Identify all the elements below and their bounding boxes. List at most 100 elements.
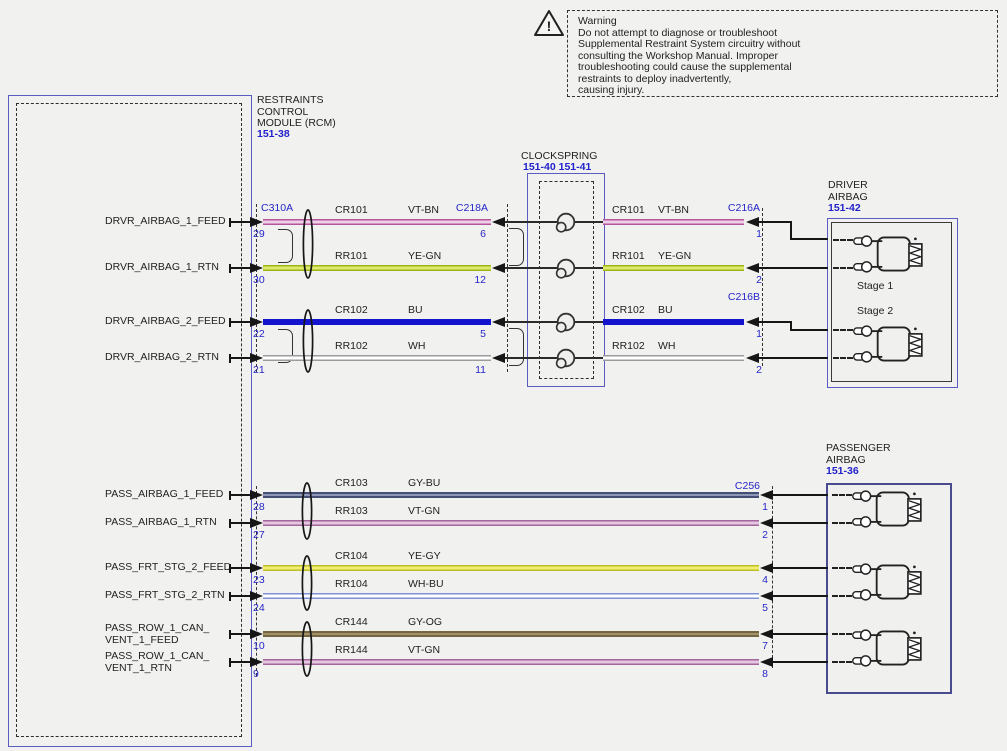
arrow-left-icon [746,262,759,273]
rcm-pin: 9 [253,668,259,680]
inner-dashed-lead [832,567,852,569]
clockspring-title: CLOCKSPRING [521,150,598,162]
inner-dashed-lead [833,357,853,359]
wire-segment [263,492,759,498]
wire-color-label: BU [408,304,423,316]
wire-stub [757,267,763,269]
airbag-pin: 7 [762,640,768,652]
rcm-wire-stub [230,267,251,269]
rcm-pin: 24 [253,602,265,614]
pin-pair-bracket [278,329,293,363]
signal-label: PASS_ROW_1_CAN_ VENT_1_FEED [105,622,210,646]
arrow-left-icon [760,489,773,500]
arrow-left-icon [760,628,773,639]
airbag-pin: 2 [756,364,762,376]
warning-body: Do not attempt to diagnose or troublesho… [578,26,801,96]
stage-1-label: Stage 1 [857,280,894,292]
signal-label: DRVR_AIRBAG_2_FEED [105,315,226,327]
route-line [772,494,828,496]
wire-segment [263,265,491,271]
route-line [763,267,828,269]
clockspring-wire [505,267,605,269]
squib-icon [853,235,923,273]
circuit-row: DRVR_AIRBAG_2_RTN 21 RR102 WH 11 RR102 W… [0,338,1007,390]
wire-stub [757,221,763,223]
rcm-wire-stub [230,357,251,359]
pin-pair-bracket [278,229,293,263]
rcm-pin: 22 [253,328,265,340]
twisted-pair-icon [301,621,313,677]
rcm-pin: 21 [253,364,265,376]
inner-dashed-lead [832,595,852,597]
squib-icon [852,629,922,667]
circuit-row: PASS_ROW_1_CAN_ VENT_1_RTN 9 RR144 VT-GN… [0,642,1007,694]
wire-stub [757,321,763,323]
rcm-pin: 27 [253,529,265,541]
driver-airbag-ref: 151-42 [828,202,861,214]
airbag-pin: 1 [756,228,762,240]
inner-dashed-lead [832,494,852,496]
arrow-left-icon [746,316,759,327]
clockspring-wire [505,221,605,223]
wire-color-label: VT-GN [408,505,441,517]
svg-text:!: ! [547,18,552,34]
wire-color-label: WH [658,340,676,352]
airbag-pin: 1 [762,501,768,513]
clockspring-ref: 151-40 151-41 [523,161,592,173]
inner-dashed-lead [832,522,852,524]
twisted-pair-icon [301,482,313,540]
clockspring-inner-dashed-box [539,181,594,379]
twisted-pair-icon [301,555,313,611]
arrow-right-icon [250,628,263,639]
wire-segment [603,219,744,225]
arrow-left-icon [746,216,759,227]
wire-segment [263,565,759,571]
wire-color-label: VT-BN [408,204,439,216]
rcm-pin: 10 [253,640,265,652]
arrow-left-icon [760,562,773,573]
wire-color-label: YE-GY [408,550,441,562]
wire-color-label: VT-BN [658,204,689,216]
arrow-right-icon [250,489,263,500]
circuit-label: RR101 [335,250,368,262]
circuit-row: DRVR_AIRBAG_1_RTN 30 RR101 YE-GN 12 RR10… [0,248,1007,300]
rcm-title: RESTRAINTS CONTROL MODULE (RCM) [257,94,336,129]
rcm-ref: 151-38 [257,128,290,140]
arrow-right-icon [250,590,263,601]
circuit-label: RR103 [335,505,368,517]
rcm-box [8,95,252,747]
signal-label: PASS_ROW_1_CAN_ VENT_1_RTN [105,650,210,674]
route-line [790,221,792,240]
inner-dashed-lead [833,267,853,269]
pin-pair-bracket [509,328,524,366]
signal-label: PASS_FRT_STG_2_FEED [105,561,232,573]
circuit-label: RR102 [612,340,645,352]
connector-label-c216b: C216B [727,291,760,303]
c218a-connector-face [507,204,508,372]
circuit-label: CR102 [335,304,368,316]
twisted-pair-icon [302,209,314,279]
circuit-label: RR144 [335,644,368,656]
wire-stub [757,357,763,359]
circuit-label: RR101 [612,250,645,262]
arrow-left-icon [760,517,773,528]
wire-color-label: GY-BU [408,477,441,489]
squib-icon [852,490,922,528]
clockspring-pin: 5 [480,328,486,340]
arrow-left-icon [760,656,773,667]
driver-airbag-box [827,218,958,388]
circuit-label: RR102 [335,340,368,352]
driver-airbag-inner-box [831,222,952,382]
inner-dashed-lead [833,329,853,331]
circuit-label: CR103 [335,477,368,489]
route-line [763,221,792,223]
circuit-row: PASS_AIRBAG_1_FEED 28 CR103 GY-BU 1 [0,475,1007,527]
connector-label-c218a: C218A [455,202,488,214]
passenger-airbag-title: PASSENGER AIRBAG [826,442,891,466]
route-line [763,357,828,359]
arrow-left-icon [492,216,505,227]
rcm-pin: 28 [253,501,265,513]
rcm-pin: 29 [253,228,265,240]
signal-label: PASS_AIRBAG_1_FEED [105,488,224,500]
